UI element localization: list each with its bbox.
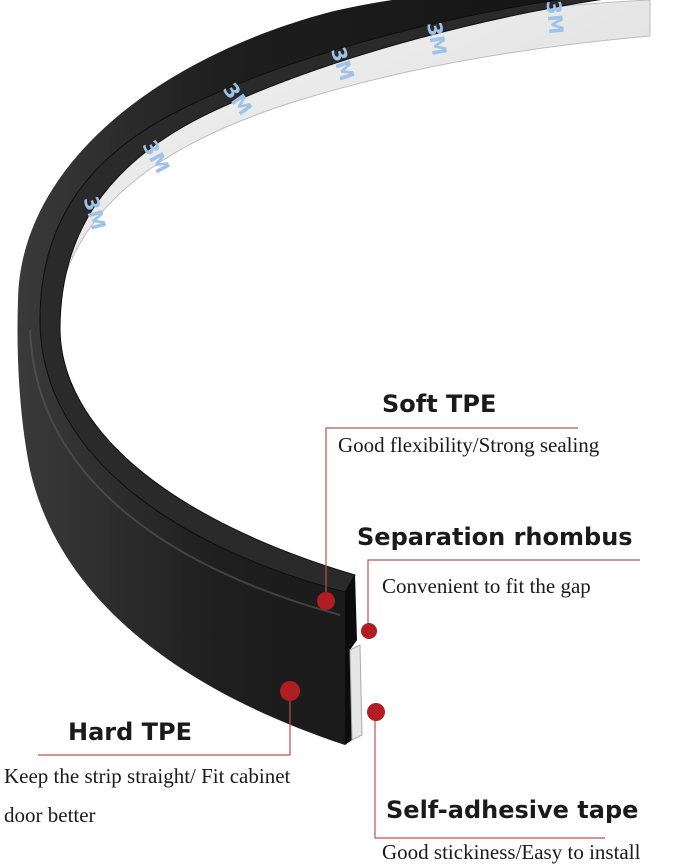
dot-adhesive: [367, 703, 385, 721]
adhesive-tape-title: Self-adhesive tape: [386, 796, 639, 824]
soft-tpe-desc: Good flexibility/Strong sealing: [338, 433, 600, 457]
strip-end-face: [345, 575, 357, 745]
tape-end-cross-section: [349, 644, 363, 741]
separation-rhombus-title: Separation rhombus: [357, 523, 633, 551]
callout-line-hard-tpe: [38, 690, 291, 756]
soft-tpe-title: Soft TPE: [382, 390, 497, 418]
callout-line-soft-tpe: [325, 427, 578, 600]
tape-brand-print: 3M: [422, 20, 452, 57]
soft-tpe-lip: [39, 0, 602, 593]
dot-hard-tpe: [280, 681, 300, 701]
hard-tpe-title: Hard TPE: [68, 718, 193, 746]
hard-tpe-desc-line2: door better: [4, 803, 96, 827]
callout-line-separation: [367, 559, 640, 630]
callout-line-adhesive: [374, 712, 605, 839]
separation-rhombus-desc: Convenient to fit the gap: [382, 574, 591, 598]
dot-soft-tpe: [317, 592, 335, 610]
hard-tpe-desc-line1: Keep the strip straight/ Fit cabinet: [4, 764, 291, 788]
adhesive-tape-desc: Good stickiness/Easy to install: [382, 840, 641, 864]
hard-tpe-body: [17, 0, 557, 745]
strip-highlight: [29, 329, 341, 616]
dot-separation: [361, 623, 377, 639]
tape-brand-print: 3M: [542, 0, 569, 35]
callout-lines: [38, 427, 640, 839]
